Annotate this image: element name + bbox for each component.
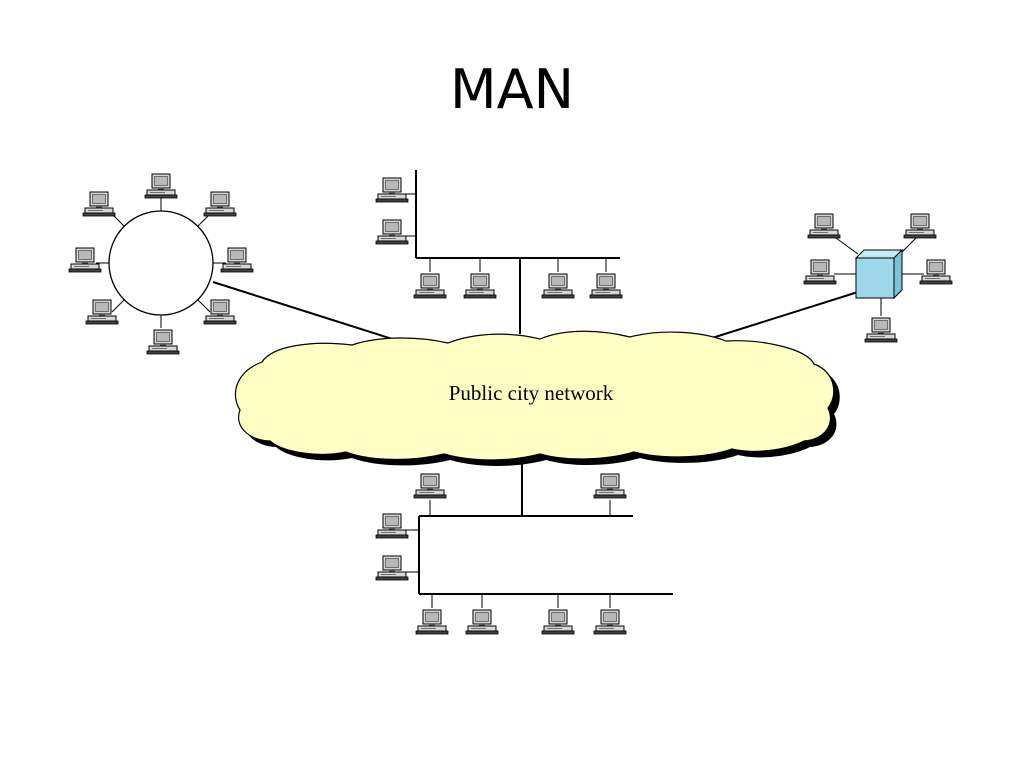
star-to-cloud-link: [711, 291, 859, 339]
bus-network-bottom: [375, 452, 673, 635]
cloud-shape: [234, 330, 835, 461]
computer-icon: [375, 219, 409, 245]
computer-icon: [807, 213, 841, 239]
bus-network-top: [375, 170, 623, 334]
slide-title: MAN: [450, 58, 574, 121]
public-city-network-cloud: Public city network: [234, 330, 840, 466]
computer-icon: [375, 177, 409, 203]
computer-icon: [919, 259, 953, 285]
computer-icon: [593, 473, 627, 499]
computer-icon: [68, 247, 102, 273]
computer-icon: [413, 473, 447, 499]
computer-icon: [541, 273, 575, 299]
computer-icon: [413, 273, 447, 299]
computer-icon: [85, 299, 119, 325]
computer-icon: [803, 259, 837, 285]
computer-icon: [220, 247, 254, 273]
computer-icon: [903, 213, 937, 239]
computer-icon: [864, 317, 898, 343]
ring-to-cloud-link: [212, 281, 409, 345]
computer-icon: [146, 329, 180, 355]
computer-icon: [593, 609, 627, 635]
computer-icon: [82, 191, 116, 217]
switch-hub-icon: [854, 248, 904, 300]
ring: [108, 210, 214, 316]
computer-icon: [589, 273, 623, 299]
computer-icon: [465, 609, 499, 635]
computer-icon: [375, 555, 409, 581]
computer-icon: [375, 513, 409, 539]
star-network: [711, 213, 953, 343]
cloud-label: Public city network: [449, 381, 614, 405]
ring-network: [68, 173, 409, 355]
computer-icon: [144, 173, 178, 199]
computer-icon: [541, 609, 575, 635]
computer-icon: [203, 299, 237, 325]
computer-icon: [463, 273, 497, 299]
computer-icon: [415, 609, 449, 635]
computer-icon: [203, 191, 237, 217]
